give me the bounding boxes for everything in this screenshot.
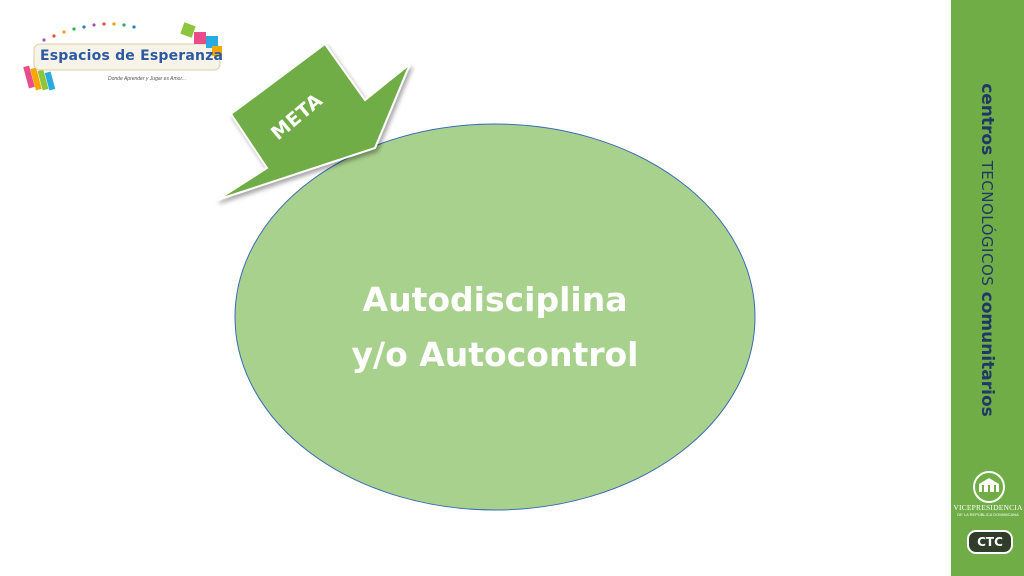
sidebar-title-comunitarios: comunitarios	[977, 291, 997, 417]
vicepresidencia-seal-icon	[973, 471, 1005, 503]
meta-arrow-icon	[216, 42, 411, 201]
sidebar-title-tecnologicos: TECNOLÓGICOS	[978, 160, 996, 287]
espacios-de-esperanza-logo: Espacios de Esperanza Donde Aprender y J…	[22, 18, 232, 98]
logo-tagline: Donde Aprender y Jugar es Amor...	[108, 76, 187, 82]
logo-name: Espacios de Esperanza	[40, 48, 224, 64]
logo-graphic-icon	[23, 22, 222, 91]
sidebar-title: centros TECNOLÓGICOS comunitarios	[977, 83, 997, 417]
main-heading-line-2: y/o Autocontrol	[351, 335, 639, 374]
goal-ellipse	[234, 123, 756, 511]
main-heading-line-1: Autodisciplina	[362, 280, 628, 319]
main-heading: Autodisciplina y/o Autocontrol	[300, 272, 690, 382]
vicepresidencia-sub-label: DE LA REPÚBLICA DOMINICANA	[957, 512, 1019, 517]
sidebar-title-centros: centros	[977, 83, 997, 156]
vicepresidencia-label: VICEPRESIDENCIA	[953, 503, 1023, 512]
ctc-logo: CTC	[967, 530, 1013, 554]
